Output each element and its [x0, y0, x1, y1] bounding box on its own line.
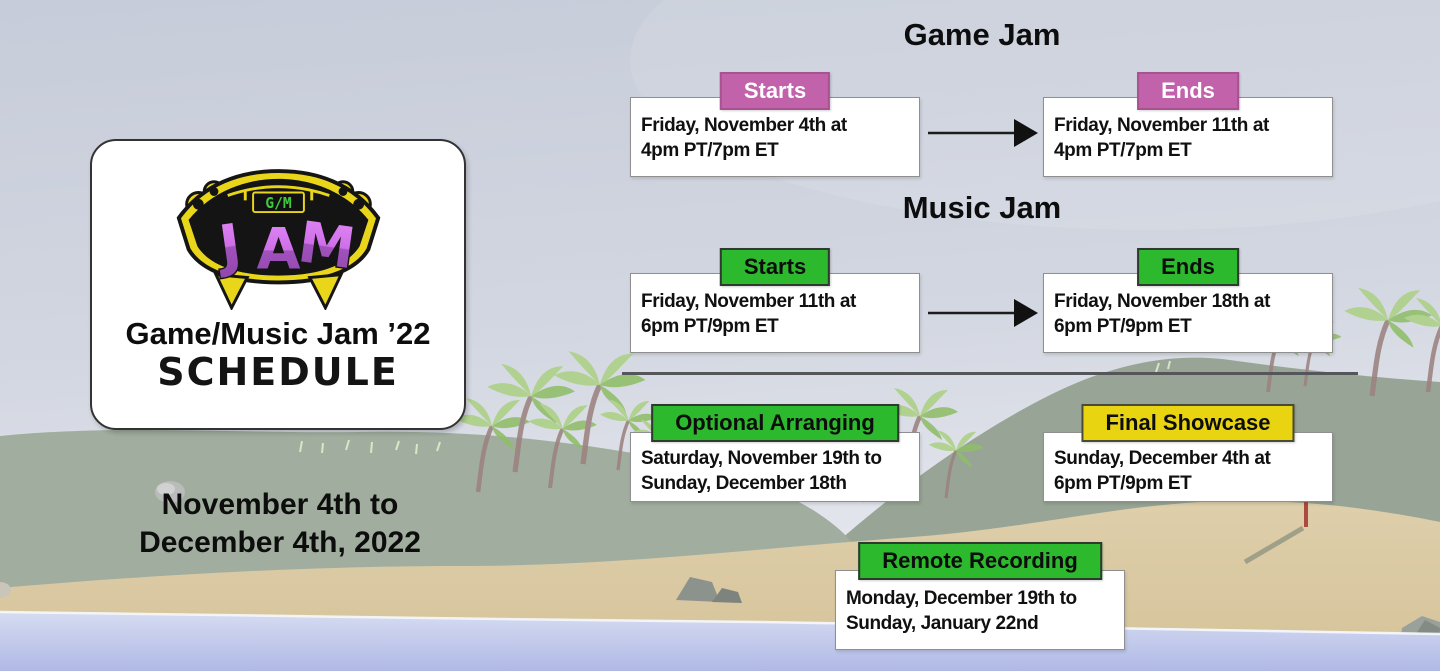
remote-recording-box: Remote Recording Monday, December 19th t…	[835, 542, 1125, 650]
event-date-line: Saturday, November 19th to	[641, 448, 882, 469]
optional-arranging-tag: Optional Arranging	[651, 404, 899, 442]
section-divider	[622, 372, 1358, 375]
banner-inner	[188, 178, 368, 276]
banner-fang-left	[213, 272, 250, 310]
svg-text:M: M	[294, 209, 359, 282]
event-date-line: 4pm PT/7pm ET	[641, 140, 779, 161]
date-range-line2: December 4th, 2022	[139, 526, 421, 559]
event-date-line: Friday, November 11th at	[641, 291, 856, 312]
event-date-line: Friday, November 4th at	[641, 115, 847, 136]
final-showcase-tag: Final Showcase	[1081, 404, 1295, 442]
final-showcase-box: Final Showcase Sunday, December 4th at 6…	[1043, 404, 1333, 502]
event-date-line: 6pm PT/9pm ET	[641, 316, 779, 337]
game-jam-end-box: Ends Friday, November 11th at 4pm PT/7pm…	[1043, 72, 1333, 177]
event-date-line: Friday, November 18th at	[1054, 291, 1271, 312]
event-date-line: 6pm PT/9pm ET	[1054, 316, 1192, 337]
date-range: November 4th to December 4th, 2022	[55, 486, 505, 562]
note-dot-centers	[192, 187, 364, 221]
title-card: G/M J A M Game/Music Jam ’22 SCHEDULE	[90, 139, 466, 430]
arrow-icon	[928, 299, 1038, 327]
remote-recording-tag: Remote Recording	[858, 542, 1102, 580]
schedule-label: SCHEDULE	[157, 350, 399, 394]
game-jam-ends-tag: Ends	[1137, 72, 1239, 110]
event-date-line: Friday, November 11th at	[1054, 115, 1269, 136]
optional-arranging-box: Optional Arranging Saturday, November 19…	[630, 404, 920, 502]
music-jam-heading: Music Jam	[902, 190, 1062, 225]
music-jam-end-box: Ends Friday, November 18th at 6pm PT/9pm…	[1043, 248, 1333, 353]
event-date-line: Sunday, December 18th	[641, 473, 847, 494]
music-jam-ends-tag: Ends	[1137, 248, 1239, 286]
logo-gm-text: G/M	[265, 195, 292, 212]
game-jam-heading: Game Jam	[903, 17, 1061, 52]
date-range-line1: November 4th to	[161, 488, 399, 521]
grass-tufts	[299, 360, 1171, 455]
event-date-line: Sunday, January 22nd	[846, 613, 1039, 634]
music-jam-start-box: Starts Friday, November 11th at 6pm PT/9…	[630, 248, 920, 353]
shoreline	[0, 610, 1440, 636]
gm-jam-logo: G/M J A M	[176, 169, 380, 310]
event-date-line: 6pm PT/9pm ET	[1054, 473, 1192, 494]
game-jam-start-box: Starts Friday, November 4th at 4pm PT/7p…	[630, 72, 920, 177]
music-jam-starts-tag: Starts	[719, 248, 831, 286]
event-date-line: Sunday, December 4th at	[1054, 448, 1271, 469]
event-date-line: Monday, December 19th to	[846, 588, 1077, 609]
game-jam-starts-tag: Starts	[719, 72, 831, 110]
banner-fang-right	[306, 272, 343, 310]
event-title: Game/Music Jam ’22	[125, 316, 431, 351]
arrow-icon	[928, 119, 1038, 147]
event-date-line: 4pm PT/7pm ET	[1054, 140, 1192, 161]
svg-text:A: A	[256, 217, 300, 283]
logo-jam-text: J A M	[209, 208, 360, 284]
